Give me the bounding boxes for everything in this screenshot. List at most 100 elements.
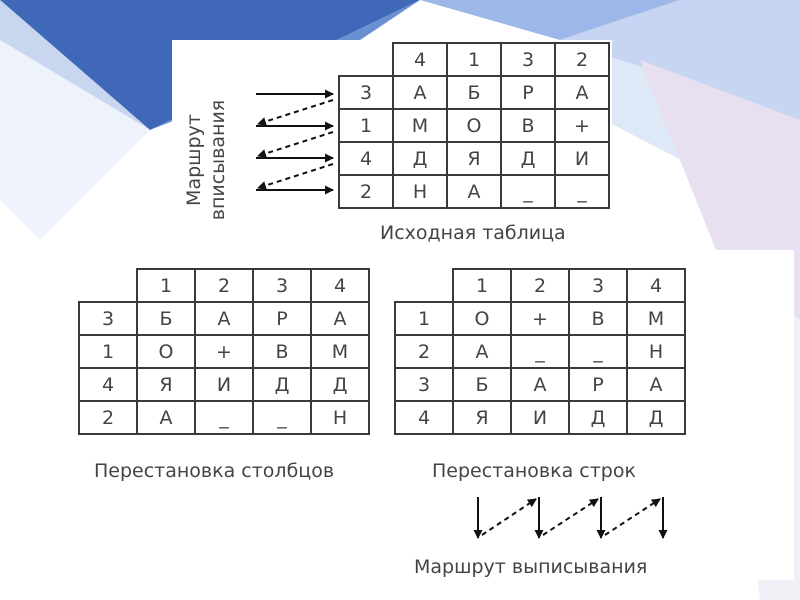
column-permutation-caption: Перестановка столбцов <box>94 460 335 482</box>
table-cell: _ <box>568 334 628 369</box>
table-cell: М <box>626 301 686 336</box>
table-cell: М <box>310 334 370 369</box>
column-key: 3 <box>568 268 628 303</box>
row-key: 3 <box>338 75 394 110</box>
table-cell: + <box>554 108 610 143</box>
row-key: 3 <box>394 367 454 402</box>
table-row: 3 А Б Р А <box>338 75 610 110</box>
table-cell: О <box>136 334 196 369</box>
row-key: 2 <box>394 334 454 369</box>
row-key: 1 <box>338 108 394 143</box>
table-row: 4 Д Я Д И <box>338 141 610 176</box>
table-cell: Н <box>626 334 686 369</box>
row-key: 4 <box>338 141 394 176</box>
table-cell: Д <box>568 400 628 435</box>
table-cell: И <box>194 367 254 402</box>
row-permutation-caption: Перестановка строк <box>432 460 636 482</box>
table-cell: Р <box>252 301 312 336</box>
table-cell: Р <box>500 75 556 110</box>
column-key: 3 <box>500 42 556 77</box>
table-row: 4 Я И Д Д <box>394 400 686 435</box>
table-cell: И <box>510 400 570 435</box>
table-cell: А <box>554 75 610 110</box>
column-key: 4 <box>310 268 370 303</box>
table-cell: А <box>310 301 370 336</box>
source-table: 4 1 3 2 3 А Б Р А 1 М О В + 4 Д Я Д И 2 … <box>338 42 610 209</box>
column-key: 1 <box>452 268 512 303</box>
row-permutation-table: 1 2 3 4 1 О + В М 2 А _ _ Н 3 Б А Р А 4 … <box>394 268 686 435</box>
table-cell: О <box>452 301 512 336</box>
table-row: 1 М О В + <box>338 108 610 143</box>
table-cell: Р <box>568 367 628 402</box>
table-row: 2 Н А _ _ <box>338 174 610 209</box>
table-cell: Б <box>446 75 502 110</box>
table-row: 3 Б А Р А <box>394 367 686 402</box>
row-key: 2 <box>78 400 138 435</box>
table-cell: Д <box>626 400 686 435</box>
table-cell: _ <box>500 174 556 209</box>
column-permutation-table: 1 2 3 4 3 Б А Р А 1 О + В М 4 Я И Д Д 2 … <box>78 268 370 435</box>
table-cell: И <box>554 141 610 176</box>
column-key: 4 <box>392 42 448 77</box>
table-cell: Н <box>392 174 448 209</box>
column-key: 1 <box>136 268 196 303</box>
column-key: 2 <box>194 268 254 303</box>
table-header-row: 1 2 3 4 <box>395 268 686 303</box>
table-cell: Я <box>452 400 512 435</box>
table-cell: А <box>136 400 196 435</box>
table-cell: А <box>392 75 448 110</box>
reading-arrow-dashed <box>604 498 661 536</box>
row-key: 1 <box>394 301 454 336</box>
table-cell: Д <box>392 141 448 176</box>
table-cell: Д <box>252 367 312 402</box>
table-row: 4 Я И Д Д <box>78 367 370 402</box>
table-row: 2 А _ _ Н <box>394 334 686 369</box>
table-cell: В <box>500 108 556 143</box>
table-cell: Б <box>136 301 196 336</box>
writing-arrow-dashed <box>257 131 334 158</box>
column-key: 2 <box>510 268 570 303</box>
table-cell: А <box>626 367 686 402</box>
row-key: 4 <box>78 367 138 402</box>
column-key: 4 <box>626 268 686 303</box>
row-key: 2 <box>338 174 394 209</box>
table-cell: В <box>568 301 628 336</box>
table-cell: А <box>510 367 570 402</box>
table-cell: + <box>194 334 254 369</box>
table-cell: + <box>510 301 570 336</box>
column-key: 2 <box>554 42 610 77</box>
table-cell: Н <box>310 400 370 435</box>
table-row: 2 А _ _ Н <box>78 400 370 435</box>
writing-arrow-dashed <box>257 163 334 190</box>
table-cell: А <box>194 301 254 336</box>
table-cell: Я <box>136 367 196 402</box>
reading-arrow-dashed <box>542 498 599 536</box>
table-cell: Д <box>310 367 370 402</box>
table-cell: _ <box>194 400 254 435</box>
row-key: 1 <box>78 334 138 369</box>
row-key: 4 <box>394 400 454 435</box>
table-header-row: 1 2 3 4 <box>79 268 370 303</box>
column-key: 1 <box>446 42 502 77</box>
writing-arrow-dashed <box>257 99 334 126</box>
table-row: 1 О + В М <box>78 334 370 369</box>
reading-arrow-dashed <box>481 498 537 536</box>
table-cell: _ <box>510 334 570 369</box>
table-row: 1 О + В М <box>394 301 686 336</box>
table-header-row: 4 1 3 2 <box>339 42 610 77</box>
table-cell: М <box>392 108 448 143</box>
table-cell: Д <box>500 141 556 176</box>
table-cell: В <box>252 334 312 369</box>
source-table-caption: Исходная таблица <box>380 222 566 244</box>
table-cell: _ <box>554 174 610 209</box>
table-cell: А <box>452 334 512 369</box>
table-row: 3 Б А Р А <box>78 301 370 336</box>
table-cell: О <box>446 108 502 143</box>
table-cell: Я <box>446 141 502 176</box>
table-cell: А <box>446 174 502 209</box>
table-cell: _ <box>252 400 312 435</box>
row-key: 3 <box>78 301 138 336</box>
table-cell: Б <box>452 367 512 402</box>
column-key: 3 <box>252 268 312 303</box>
